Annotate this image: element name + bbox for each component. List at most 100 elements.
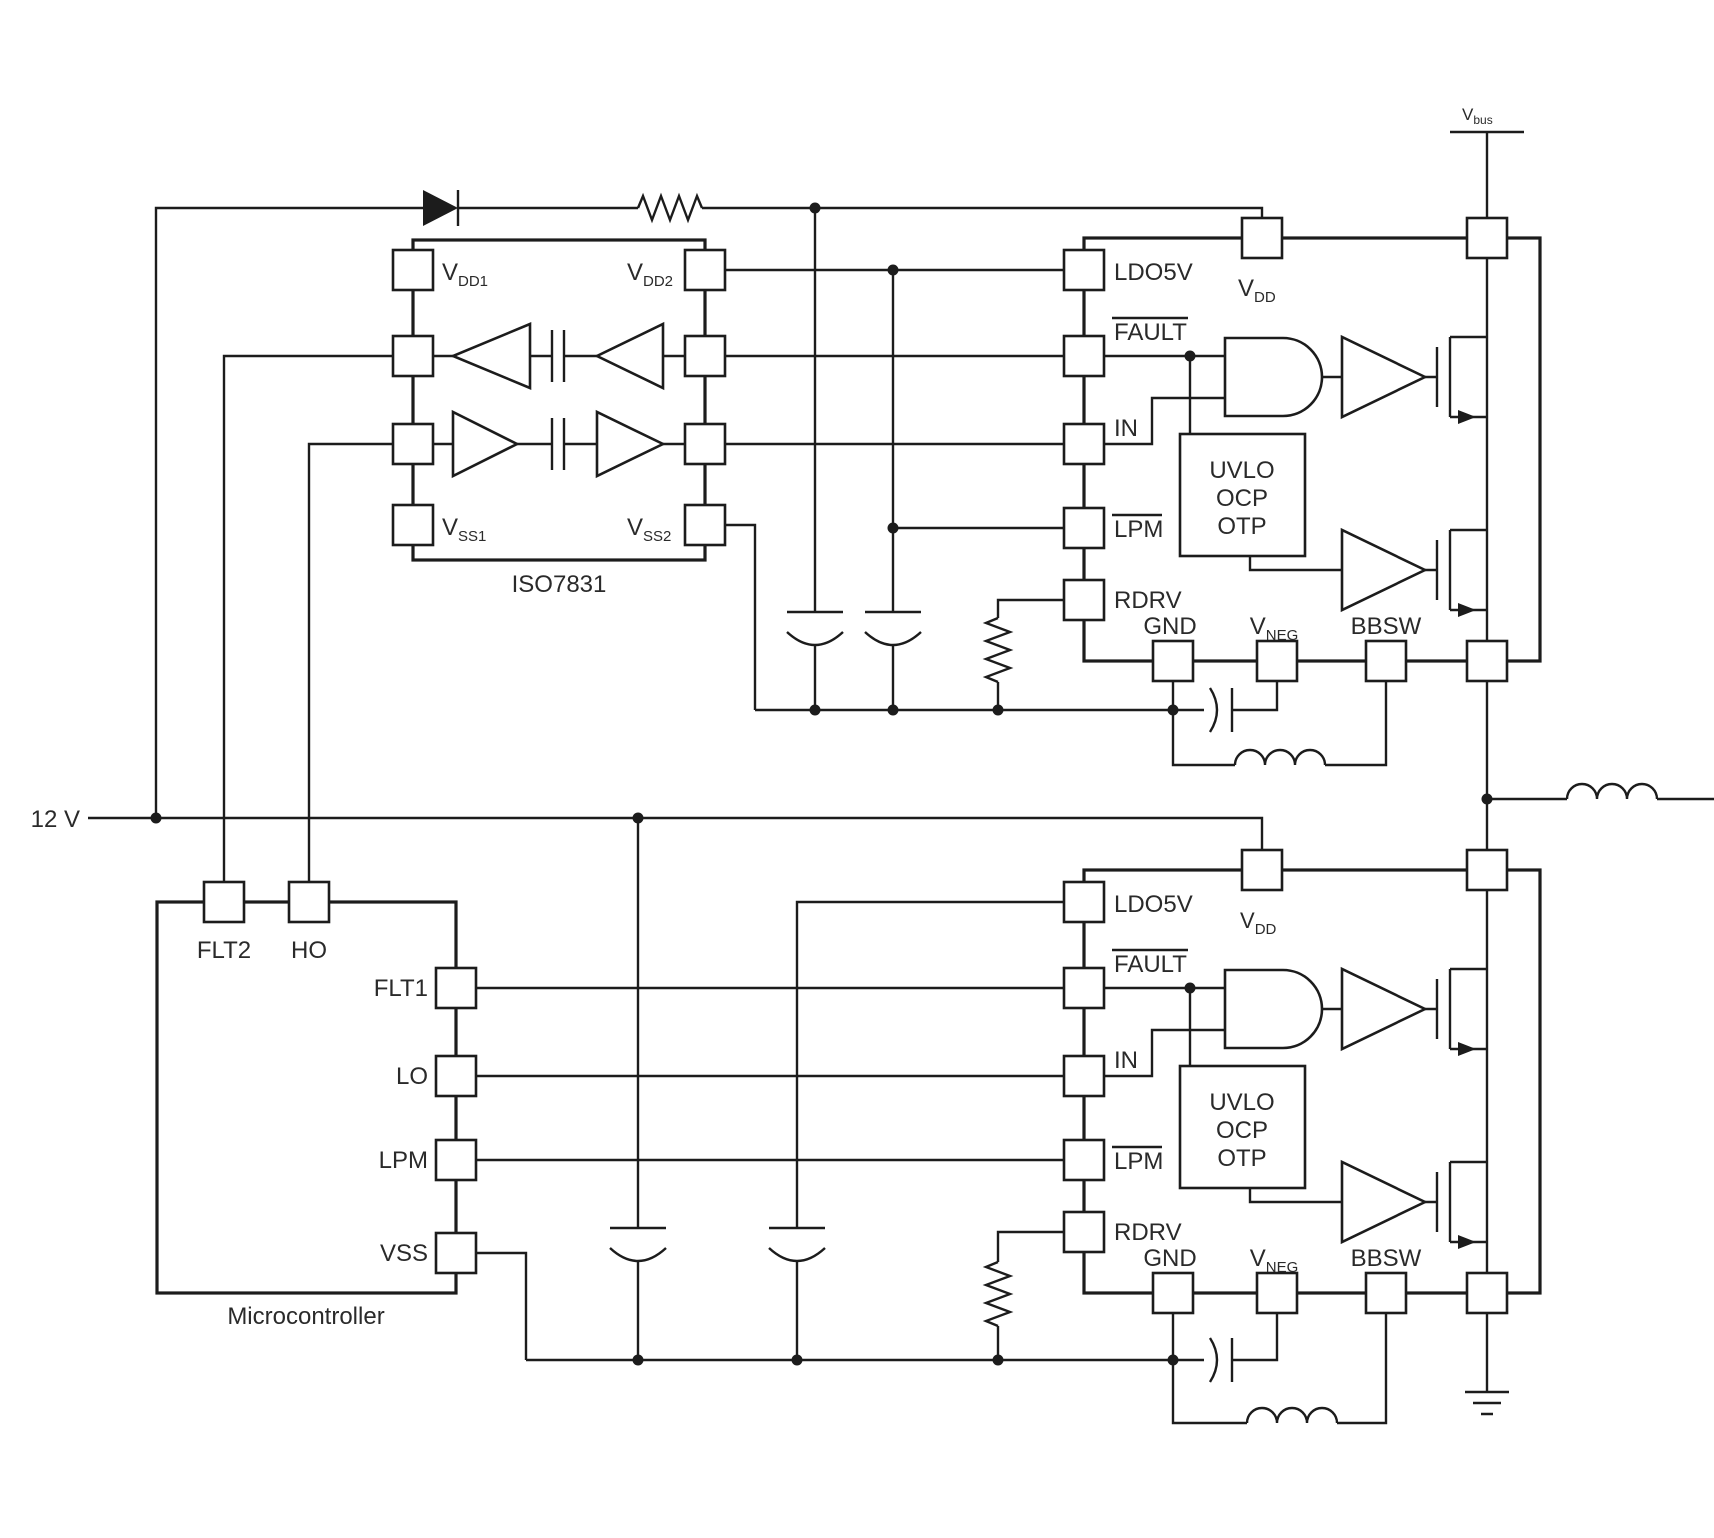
drv-h-pin-sw [1465,639,1509,683]
junction-dot [1167,1354,1179,1366]
drv-l-gnd-label: GND [1143,1245,1196,1272]
low-side-passives [526,818,1388,1425]
ocp-label: OCP [1216,485,1268,512]
ground-section [1465,1313,1509,1416]
junction-dot [1184,982,1196,994]
drv-h-gnd-label: GND [1143,613,1196,640]
gnd-bbsw-loop-low [1171,1313,1388,1425]
ocp-low-label: OCP [1216,1117,1268,1144]
drv-l-pin-in [1062,1054,1106,1098]
mcu-lpm-label: LPM [379,1147,428,1174]
rdrv-resistor-wire [996,598,1064,710]
drv-l-pin-vdd [1240,848,1284,892]
drv-l-pin-sw-top [1465,848,1509,892]
drv-l-pin-ldo5v [1062,880,1106,924]
drv-h-lpm-label: LPM [1114,516,1163,543]
iso-pin-vdd2 [683,248,727,292]
iso-vdd1-label: VDD1 [442,259,488,290]
high-side-passives [755,208,1388,767]
drv-h-pin-bbsw [1364,639,1408,683]
and-gate-icon [1223,336,1324,418]
mcu-pin-flt1 [434,966,478,1010]
drv-h-pin-lpm [1062,506,1106,550]
gate-driver-low: UVLO OCP OTP LDO5V FAULT IN LPM RDRV VDD… [1062,848,1542,1315]
inductor-vneg-high-icon [1233,748,1327,766]
iso7831-chip: VDD1 VDD2 VSS1 VSS2 ISO7831 [391,238,727,598]
junction-dot [887,522,899,534]
vbus-section: Vbus [1450,105,1524,218]
mcu-ho-label: HO [291,937,327,964]
iso-pin-ch2-a [391,422,435,466]
iso-vss1-label: VSS1 [442,514,486,545]
mcu-pin-lpm [434,1138,478,1182]
diode-icon [423,190,458,226]
drv-l-pin-fault [1062,966,1106,1010]
top-feed-wire [154,206,1264,818]
drv-h-ldo5v-label: LDO5V [1114,259,1193,286]
junction-dot [809,704,821,716]
gate-driver-high: UVLO OCP OTP LDO5V FAULT IN LPM RDRV VDD… [1062,216,1542,683]
drv-l-pin-bbsw [1364,1271,1408,1315]
uvlo-box [1178,432,1307,558]
iso-ch2-buffer-left-icon [451,409,520,479]
mcu-pin-vss [434,1231,478,1275]
rdrv-low-resistor-wire [996,1230,1064,1360]
microcontroller-chip: FLT2 HO FLT1 LO LPM VSS Microcontroller [155,880,478,1330]
drv-h-pin-vdd [1240,216,1284,260]
mcu-pin-flt2 [202,880,246,924]
buffer-low-icon [1340,527,1428,613]
junction-dot [150,812,162,824]
iso-pin-vss1 [391,503,435,547]
iso-pin-ch1-b [683,334,727,378]
wire-vss [476,1251,528,1360]
mcu-pin-lo [434,1054,478,1098]
wire-vss2-to-node [725,523,757,710]
junction-dot [791,1354,803,1366]
junction-dot [632,1354,644,1366]
iso-ch2-buffer-right-icon [595,409,666,479]
mcu-vss-label: VSS [380,1240,428,1267]
mcu-lo-label: LO [396,1063,428,1090]
mosfet-ll-arrow-icon [1458,1235,1476,1249]
iso-ch2-barrier-cap-icon [550,418,566,470]
iso7831-body [411,238,707,562]
power-input-section: 12 V [31,190,1264,850]
iso-vdd2-label: VDD2 [627,259,673,290]
drv-l-rdrv-label: RDRV [1114,1219,1182,1246]
iso-ch1-barrier-cap-icon [550,330,566,382]
junction-dot [1481,793,1493,805]
drv-h-vneg-label: VNEG [1250,613,1299,644]
iso-pin-vdd1 [391,248,435,292]
mosfet-high-arrow-icon [1458,410,1476,424]
drv-l-fault-label: FAULT [1114,951,1187,978]
iso-pin-ch2-b [683,422,727,466]
uvlo-label: UVLO [1209,457,1274,484]
junction-dot [992,704,1004,716]
iso-pin-vss2 [683,503,727,547]
drv-h-vdd-label: VDD [1238,275,1276,306]
mosfet-low-leads [1450,528,1487,612]
drv-h-fault-net [1104,354,1225,434]
resistor-rdrv-high-icon [982,616,1014,684]
mosfet-ll-leads [1450,1160,1487,1244]
cap-vneg-low-polarized-icon [1208,1337,1234,1383]
drv-l-in-net [1104,1028,1225,1078]
drv-h-pin-fault [1062,334,1106,378]
cap-vneg-polarized-icon [1208,687,1234,733]
drv-l-in-label: IN [1114,1047,1138,1074]
otp-label: OTP [1217,513,1266,540]
drv-l-pin-vneg [1255,1271,1299,1315]
mosfet-lh-gate [1435,969,1452,1049]
drv-h-in-label: IN [1114,415,1138,442]
drv-l-fault-net [1104,986,1225,1066]
resistor-rdrv-low-icon [982,1260,1014,1328]
drv-l-vdd-label: VDD [1240,908,1277,938]
junction-dot [887,264,899,276]
switch-node-section [1481,681,1714,850]
drv-h-pin-rdrv [1062,578,1106,622]
drv-h-pin-vneg [1255,639,1299,683]
wire-flt2-to-iso [222,354,393,882]
drv-h-bbsw-label: BBSW [1351,613,1422,640]
